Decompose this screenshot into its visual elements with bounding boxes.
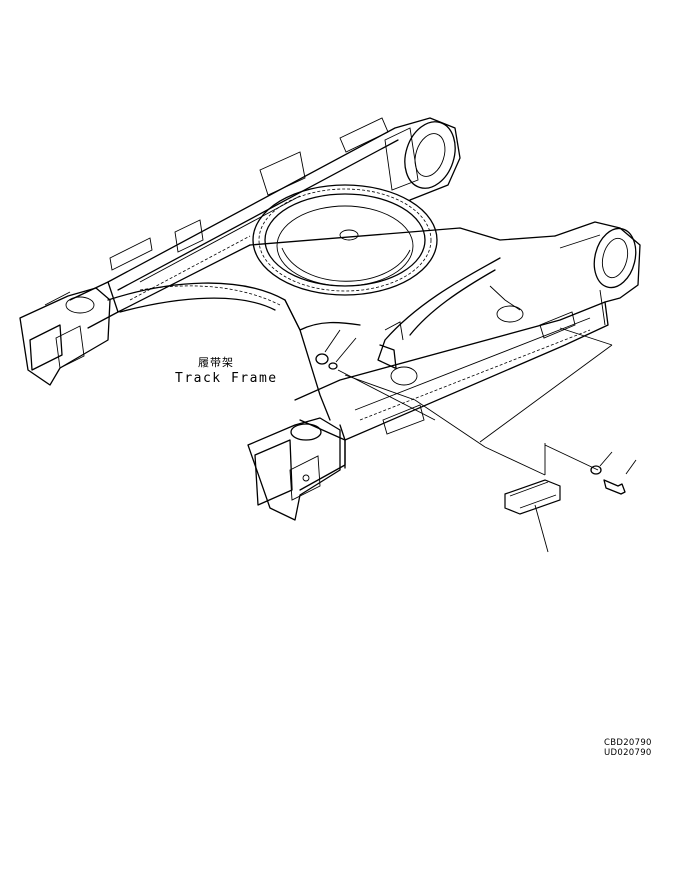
- track-frame-label-cn: 履带架: [198, 356, 234, 369]
- right-arm: [377, 257, 524, 386]
- exploded-guard: [344, 327, 637, 553]
- right-upper-end: [554, 221, 641, 326]
- drawing-code-secondary: UD020790: [604, 748, 652, 758]
- center-body: [107, 184, 556, 421]
- upper-side-frame: [69, 117, 461, 329]
- upper-frame-end: [19, 287, 111, 386]
- lower-side-frame: [247, 301, 609, 521]
- track-frame-label-en: Track Frame: [175, 371, 278, 386]
- drawing-code-primary: CBD20790: [604, 738, 652, 748]
